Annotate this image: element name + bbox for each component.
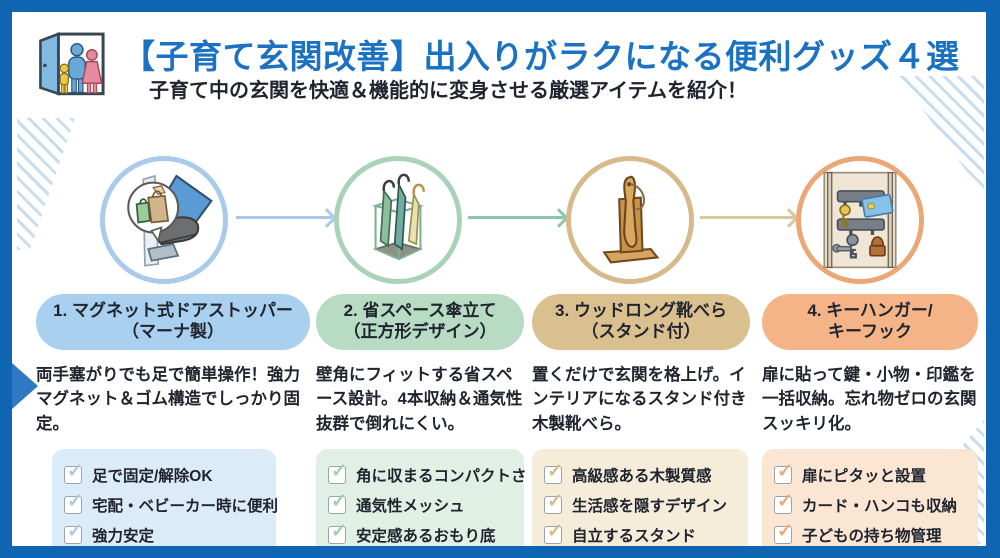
checkbox-icon [64, 460, 83, 484]
feature-label: 角に収まるコンパクトさ [356, 467, 527, 485]
feature-label: 安定感あるおもり底 [356, 527, 496, 545]
step-circle-4 [796, 156, 924, 284]
item-1-title-pill: 1. マグネット式ドアストッパー （マーナ製） [36, 294, 310, 350]
item-1-title-line2: （マーナ製） [122, 322, 224, 342]
checkbox-icon [544, 490, 563, 514]
feature-row: 安定感あるおもり底 [328, 520, 512, 550]
item-3-title-pill: 3. ウッドロング靴べら （スタンド付） [532, 294, 750, 350]
door-stopper-illustration [127, 174, 213, 267]
step-circle-1 [100, 156, 228, 284]
item-3-title-line2: （スタンド付） [581, 322, 701, 342]
checkbox-icon [64, 520, 83, 544]
feature-label: カード・ハンコも収納 [802, 497, 958, 515]
diagonal-stripes-decoration [17, 118, 75, 250]
family-door-icon [39, 32, 105, 96]
feature-row: 扉にピタッと設置 [774, 460, 966, 490]
feature-label: 扉にピタッと設置 [802, 467, 927, 485]
umbrella-stand-illustration [371, 173, 425, 261]
feature-label: 生活感を隠すデザイン [572, 497, 728, 515]
item-column-1: 1. マグネット式ドアストッパー （マーナ製） 両手塞がりでも足で簡単操作！強力… [36, 294, 310, 558]
item-2-description: 壁角にフィットする省スペース設計。4本収納＆通気性抜群で倒れにくい。 [316, 365, 523, 434]
feature-row: 角に収まるコンパクトさ [328, 460, 527, 490]
feature-row: 子どもの持ち物管理 [774, 520, 966, 550]
item-4-feature-card: 扉にピタッと設置 カード・ハンコも収納 子どもの持ち物管理 [762, 448, 978, 558]
page-title: 【子育て玄関改善】出入りがラクになる便利グッズ４選 [122, 38, 960, 75]
item-4-description: 扉に貼って鍵・小物・印鑑を一括収納。忘れ物ゼロの玄関スッキリ化。 [762, 365, 977, 434]
item-1-feature-card: 足で固定/解除OK 宅配・ベビーカー時に便利 強力安定 [52, 448, 278, 558]
feature-row: 生活感を隠すデザイン [544, 490, 736, 520]
frame-border-top [0, 0, 1000, 12]
item-3-description: 置くだけで玄関を格上げ。インテリアになるスタンド付き木製靴べら。 [532, 365, 747, 434]
shoehorn-illustration [602, 175, 660, 264]
feature-label: 高級感ある木製質感 [572, 467, 712, 485]
item-3-feature-card: 高級感ある木製質感 生活感を隠すデザイン 自立するスタンド [532, 448, 748, 558]
frame-border-right [986, 0, 1000, 558]
checkbox-icon [544, 460, 563, 484]
page-subtitle: 子育て中の玄関を快適＆機能的に変身させる厳選アイテムを紹介！ [149, 80, 747, 102]
flow-arrow-2-3 [468, 216, 564, 219]
checkbox-icon [544, 520, 563, 544]
feature-row: 高級感ある木製質感 [544, 460, 736, 490]
frame-border-left [0, 0, 12, 558]
feature-label: 強力安定 [92, 527, 155, 545]
checkbox-icon [64, 490, 83, 514]
feature-row: 足で固定/解除OK [64, 460, 264, 490]
checkbox-icon [328, 460, 347, 484]
flow-arrow-3-4 [700, 216, 794, 219]
feature-row: 通気性メッシュ [328, 490, 512, 520]
feature-row: 強力安定 [64, 520, 264, 550]
frame-border-bottom [0, 546, 1000, 558]
item-column-3: 3. ウッドロング靴べら （スタンド付） 置くだけで玄関を格上げ。インテリアにな… [532, 294, 750, 558]
checkbox-icon [328, 490, 347, 514]
feature-row: 自立するスタンド [544, 520, 736, 550]
feature-row: 宅配・ベビーカー時に便利 [64, 490, 278, 520]
key-hanger-illustration [823, 171, 897, 269]
item-2-feature-card: 角に収まるコンパクトさ 通気性メッシュ 安定感あるおもり底 [316, 448, 527, 558]
item-2-title-line2: （正方形デザイン） [343, 322, 497, 342]
item-2-title-line1: 2. 省スペース傘立て [343, 301, 497, 320]
item-3-title-line1: 3. ウッドロング靴べら [555, 301, 727, 320]
item-column-4: 4. キーハンガー/ キーフック 扉に貼って鍵・小物・印鑑を一括収納。忘れ物ゼロ… [762, 294, 978, 558]
left-border-arrow-decoration [12, 363, 38, 409]
item-4-title-pill: 4. キーハンガー/ キーフック [762, 294, 978, 350]
item-4-title-line1: 4. キーハンガー/ [807, 301, 933, 320]
feature-label: 通気性メッシュ [356, 497, 465, 515]
step-circle-3 [566, 156, 694, 284]
feature-label: 子どもの持ち物管理 [802, 527, 942, 545]
checkbox-icon [328, 520, 347, 544]
checkbox-icon [774, 490, 793, 514]
item-4-title-line2: キーフック [828, 322, 912, 342]
feature-row: カード・ハンコも収納 [774, 490, 966, 520]
checkbox-icon [774, 520, 793, 544]
item-1-description: 両手塞がりでも足で簡単操作！強力マグネット＆ゴム構造でしっかり固定。 [36, 365, 300, 434]
feature-label: 足で固定/解除OK [92, 467, 213, 485]
step-circle-2 [334, 156, 462, 284]
checkbox-icon [774, 460, 793, 484]
feature-label: 宅配・ベビーカー時に便利 [92, 497, 279, 515]
item-column-2: 2. 省スペース傘立て （正方形デザイン） 壁角にフィットする省スペース設計。4… [316, 294, 527, 558]
feature-label: 自立するスタンド [572, 527, 697, 545]
flow-arrow-1-2 [236, 216, 332, 219]
item-1-title-line1: 1. マグネット式ドアストッパー [53, 301, 293, 320]
item-2-title-pill: 2. 省スペース傘立て （正方形デザイン） [316, 294, 524, 350]
